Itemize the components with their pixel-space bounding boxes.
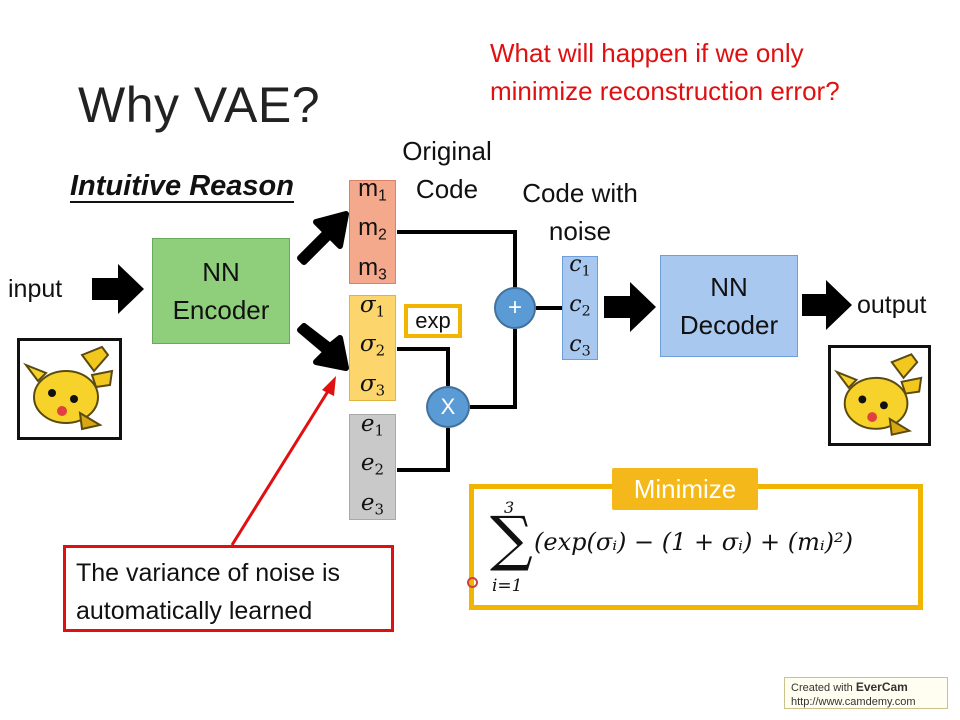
sum-symbol: ∑ — [490, 504, 533, 574]
times-to-plus-line — [470, 329, 517, 409]
cursor-marker-icon — [467, 577, 478, 588]
c-item: c2 — [569, 291, 591, 320]
original-code-line-2: Code — [415, 174, 479, 204]
page-title: Why VAE? — [78, 77, 321, 133]
output-arrow — [802, 280, 852, 330]
code-with-noise-label: Code with noise — [510, 174, 650, 250]
output-pikachu-image — [828, 345, 931, 446]
question-text: What will happen if we only minimize rec… — [490, 34, 840, 110]
decoder-line-2: Decoder — [679, 310, 779, 340]
c-item: c3 — [569, 332, 591, 360]
loss-formula: 3 ∑ i=1 (exp(σᵢ) − (1 + σᵢ) + (mᵢ)²) — [490, 494, 920, 604]
nn-decoder-box: NN Decoder — [660, 255, 798, 357]
sigma-item: σ2 — [359, 331, 386, 360]
exp-operation-box: exp — [404, 304, 462, 338]
encoder-line-2: Encoder — [172, 295, 270, 325]
nn-encoder-box: NN Encoder — [152, 238, 290, 344]
e-item: e2 — [360, 450, 385, 479]
encoder-to-sigma-arrow — [297, 323, 349, 371]
e-item: e1 — [360, 410, 385, 440]
loss-expression: (exp(σᵢ) − (1 + σᵢ) + (mᵢ)²) — [534, 528, 854, 556]
sum-upper-limit: 3 — [504, 498, 515, 517]
sigma-item: σ3 — [359, 370, 386, 400]
e-item: e3 — [360, 489, 385, 519]
sigma-vector-box: σ1 σ2 σ3 — [349, 292, 396, 401]
sigma-item: σ1 — [359, 291, 386, 321]
code-noise-line-1: Code with — [522, 178, 638, 208]
watermark-line-1: Created with EverCam — [791, 680, 908, 694]
original-code-line-1: Original — [402, 136, 492, 166]
e-to-times-line — [397, 428, 450, 472]
m-item: m3 — [358, 253, 387, 284]
m-item: m2 — [358, 214, 387, 244]
note-arrow-line — [230, 387, 332, 546]
input-pikachu-image — [17, 338, 122, 440]
multiply-operation-circle: X — [426, 386, 470, 428]
encoder-line-1: NN — [202, 257, 240, 287]
c-to-decoder-arrow — [604, 282, 656, 332]
input-arrow — [92, 264, 144, 314]
m-vector-box: m1 m2 m3 — [349, 175, 396, 284]
note-line-2: automatically learned — [76, 597, 313, 625]
m-to-plus-line — [397, 230, 517, 288]
noise-variance-note: The variance of noise is automatically l… — [63, 545, 394, 632]
minimize-label: Minimize — [612, 468, 758, 510]
output-label: output — [857, 291, 927, 319]
note-arrow-head — [322, 376, 336, 396]
sum-lower-limit: i=1 — [492, 576, 523, 596]
watermark-line-2: http://www.camdemy.com — [791, 696, 916, 708]
pikachu-icon — [833, 353, 923, 436]
decoder-line-1: NN — [710, 272, 748, 302]
original-code-label: Original Code — [394, 132, 500, 208]
evercam-watermark: Created with EverCam http://www.camdemy.… — [784, 677, 948, 709]
plus-operation-circle: + — [494, 287, 536, 329]
code-noise-line-2: noise — [548, 216, 612, 246]
e-vector-box: e1 e2 e3 — [349, 411, 396, 520]
pikachu-icon — [23, 345, 114, 431]
c-vector-box: c1 c2 c3 — [562, 252, 598, 360]
question-line-1: What will happen if we only — [490, 38, 804, 68]
note-line-1: The variance of noise is — [76, 559, 341, 587]
encoder-to-m-arrow — [297, 211, 349, 265]
question-line-2: minimize reconstruction error? — [490, 76, 840, 106]
c-item: c1 — [569, 251, 591, 279]
intuitive-reason-heading: Intuitive Reason — [70, 170, 294, 202]
m-item: m1 — [358, 174, 387, 205]
sigma-to-exp-line — [397, 347, 450, 386]
input-label: input — [8, 275, 63, 303]
